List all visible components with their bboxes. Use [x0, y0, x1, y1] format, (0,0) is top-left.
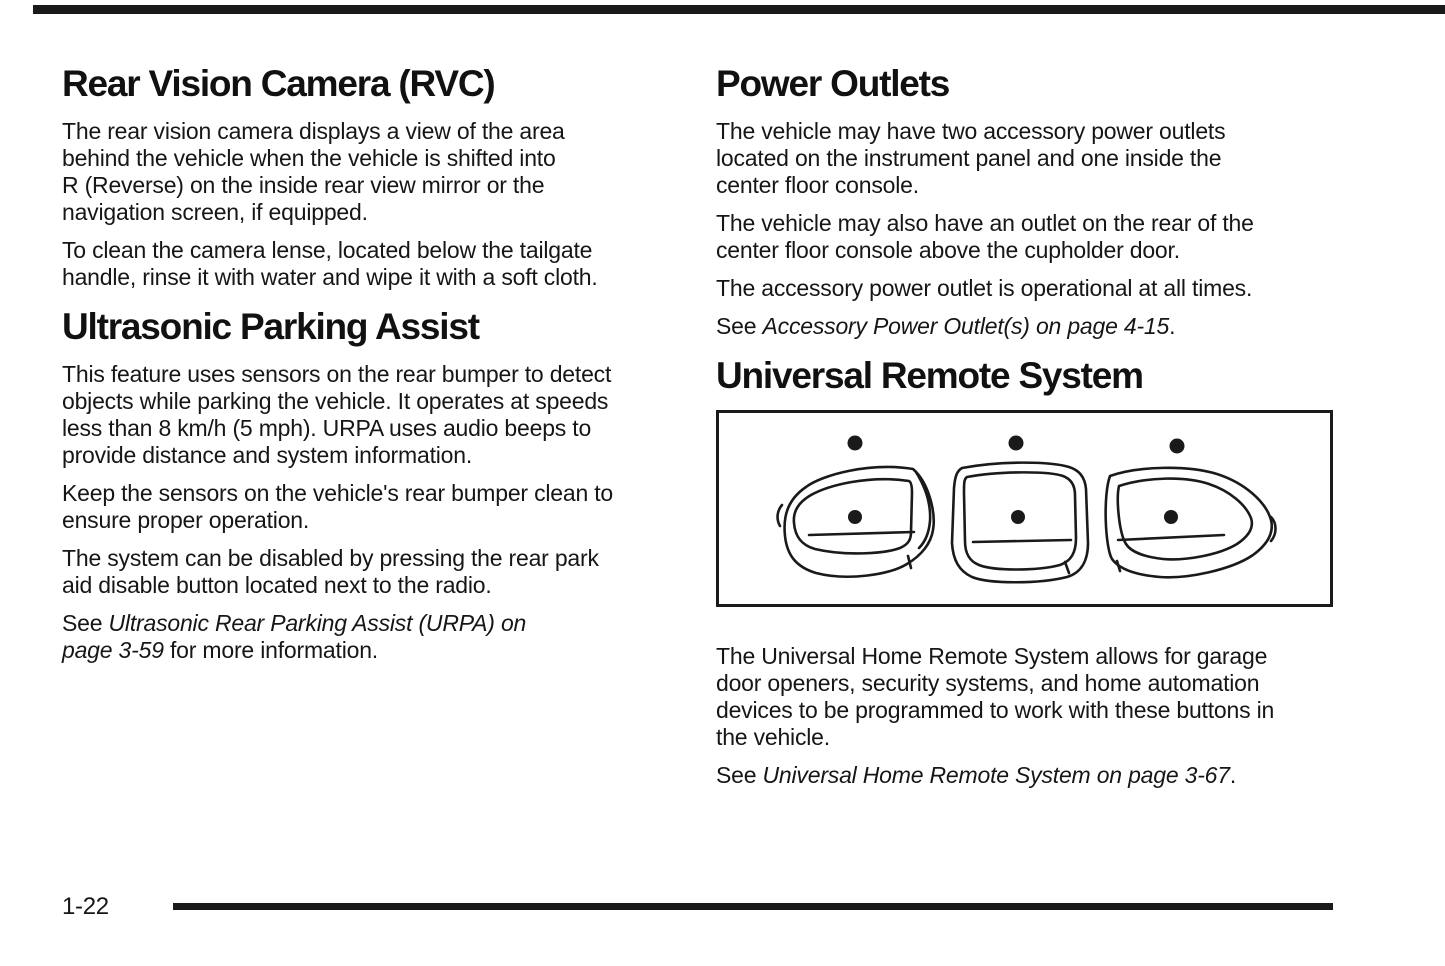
see-suffix: for more information.	[163, 637, 378, 663]
see-reference-italic: Accessory Power Outlet(s) on page 4-15	[762, 313, 1170, 339]
indicator-dot-1	[847, 435, 863, 451]
upa-paragraph-1: This feature uses sensors on the rear bu…	[62, 361, 612, 468]
power-outlets-paragraph-1: The vehicle may have two accessory power…	[716, 118, 1226, 198]
heading-universal-remote-system: Universal Remote System	[716, 355, 1144, 396]
indicator-dot-2	[1008, 435, 1024, 451]
heading-ultrasonic-parking-assist: Ultrasonic Parking Assist	[62, 306, 480, 347]
power-outlets-paragraph-2: The vehicle may also have an outlet on t…	[716, 210, 1254, 263]
remote-button-3	[1104, 466, 1277, 579]
indicator-dot-3	[1169, 438, 1185, 454]
see-prefix: See	[62, 610, 109, 636]
left-column: Rear Vision Camera (RVC) The rear vision…	[62, 64, 666, 675]
upa-cross-reference: See Ultrasonic Rear Parking Assist (URPA…	[62, 610, 666, 664]
power-outlets-cross-reference: See Accessory Power Outlet(s) on page 4-…	[716, 313, 1338, 340]
urs-paragraph-1: The Universal Home Remote System allows …	[716, 643, 1275, 750]
see-reference-italic: Universal Home Remote System on page 3-6…	[762, 762, 1231, 788]
universal-remote-illustration	[716, 410, 1333, 607]
remote-button-2	[950, 461, 1090, 584]
remote-button-1	[776, 465, 935, 578]
heading-power-outlets: Power Outlets	[716, 63, 950, 104]
heading-rear-vision-camera: Rear Vision Camera (RVC)	[62, 63, 496, 104]
see-prefix: See	[716, 762, 763, 788]
rvc-paragraph-2: To clean the camera lense, located below…	[62, 237, 598, 290]
page-number: 1-22	[62, 893, 109, 920]
urs-cross-reference: See Universal Home Remote System on page…	[716, 762, 1338, 789]
see-reference-italic: Ultrasonic Rear Parking Assist (URPA) on…	[62, 610, 527, 663]
rvc-paragraph-1: The rear vision camera displays a view o…	[62, 118, 565, 225]
right-column: Power Outlets The vehicle may have two a…	[716, 64, 1338, 800]
upa-paragraph-2: Keep the sensors on the vehicle's rear b…	[62, 480, 614, 533]
see-prefix: See	[716, 313, 763, 339]
universal-remote-buttons-drawing	[776, 435, 1277, 584]
see-suffix: .	[1229, 762, 1237, 788]
top-page-rule	[33, 5, 1445, 14]
power-outlets-paragraph-3: The accessory power outlet is operationa…	[716, 275, 1253, 301]
upa-paragraph-3: The system can be disabled by pressing t…	[62, 545, 599, 598]
see-suffix: .	[1169, 313, 1176, 339]
footer-rule	[173, 903, 1333, 910]
